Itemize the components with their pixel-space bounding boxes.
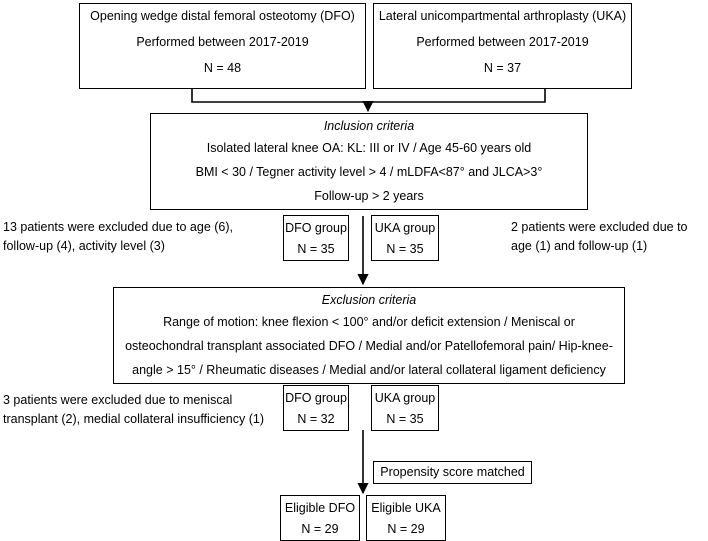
- exclusion-title: Exclusion criteria: [321, 293, 417, 307]
- inclusion-title: Inclusion criteria: [323, 119, 415, 133]
- uka-source-period: Performed between 2017-2019: [416, 35, 589, 49]
- dfo-group-count: N = 32: [297, 412, 335, 426]
- uka-group-count: N = 35: [386, 412, 424, 426]
- eligible-uka-count: N = 29: [387, 522, 425, 536]
- uka-group-label: UKA group: [374, 221, 436, 235]
- excluded-note-left-2-line1: 3 patients were excluded due to meniscal: [3, 393, 233, 407]
- excluded-note-left-2-line2: transplant (2), medial collateral insuff…: [3, 412, 264, 426]
- propensity-box: Propensity score matched: [373, 461, 532, 484]
- inclusion-line-1: Isolated lateral knee OA: KL: III or IV …: [206, 141, 532, 155]
- exclusion-line-2: osteochondral transplant associated DFO …: [125, 339, 613, 353]
- uka-source-title: Lateral unicompartmental arthroplasty (U…: [378, 9, 627, 23]
- merge-connector: [191, 89, 546, 103]
- eligible-dfo-count: N = 29: [301, 522, 339, 536]
- uka-group-box-stage2: UKA group N = 35: [371, 385, 439, 431]
- excluded-note-right-1-line2: age (1) and follow-up (1): [511, 239, 648, 253]
- uka-source-count: N = 37: [483, 61, 522, 75]
- exclusion-line-1: Range of motion: knee flexion < 100° and…: [163, 315, 575, 329]
- eligible-dfo-label: Eligible DFO: [284, 501, 356, 515]
- dfo-group-box-stage1: DFO group N = 35: [283, 215, 349, 261]
- inclusion-line-3: Follow-up > 2 years: [314, 189, 424, 203]
- excluded-note-left-2: 3 patients were excluded due to meniscal…: [3, 391, 264, 429]
- uka-group-label: UKA group: [374, 391, 436, 405]
- dfo-source-count: N = 48: [203, 61, 242, 75]
- uka-group-box-stage1: UKA group N = 35: [371, 215, 439, 261]
- dfo-group-box-stage2: DFO group N = 32: [283, 385, 349, 431]
- dfo-source-period: Performed between 2017-2019: [136, 35, 309, 49]
- dfo-group-label: DFO group: [285, 221, 347, 235]
- eligible-uka-label: Eligible UKA: [371, 501, 441, 515]
- propensity-label: Propensity score matched: [380, 465, 525, 479]
- excluded-note-left-1-line2: follow-up (4), activity level (3): [3, 239, 165, 253]
- exclusion-line-3: angle > 15° / Rheumatic diseases / Media…: [132, 363, 606, 377]
- dfo-source-box: Opening wedge distal femoral osteotomy (…: [79, 3, 366, 89]
- dfo-group-label: DFO group: [285, 391, 347, 405]
- uka-source-box: Lateral unicompartmental arthroplasty (U…: [373, 3, 632, 89]
- uka-group-count: N = 35: [386, 242, 424, 256]
- dfo-group-count: N = 35: [297, 242, 335, 256]
- excluded-note-left-1-line1: 13 patients were excluded due to age (6)…: [3, 220, 234, 234]
- excluded-note-right-1-line1: 2 patients were excluded due to: [511, 220, 688, 234]
- eligible-uka-box: Eligible UKA N = 29: [366, 495, 446, 541]
- excluded-note-right-1: 2 patients were excluded due to age (1) …: [511, 218, 688, 256]
- inclusion-line-2: BMI < 30 / Tegner activity level > 4 / m…: [195, 165, 543, 179]
- exclusion-criteria-box: Exclusion criteria Range of motion: knee…: [113, 287, 625, 384]
- inclusion-criteria-box: Inclusion criteria Isolated lateral knee…: [150, 113, 588, 210]
- eligible-dfo-box: Eligible DFO N = 29: [280, 495, 360, 541]
- dfo-source-title: Opening wedge distal femoral osteotomy (…: [90, 9, 355, 23]
- excluded-note-left-1: 13 patients were excluded due to age (6)…: [3, 218, 233, 256]
